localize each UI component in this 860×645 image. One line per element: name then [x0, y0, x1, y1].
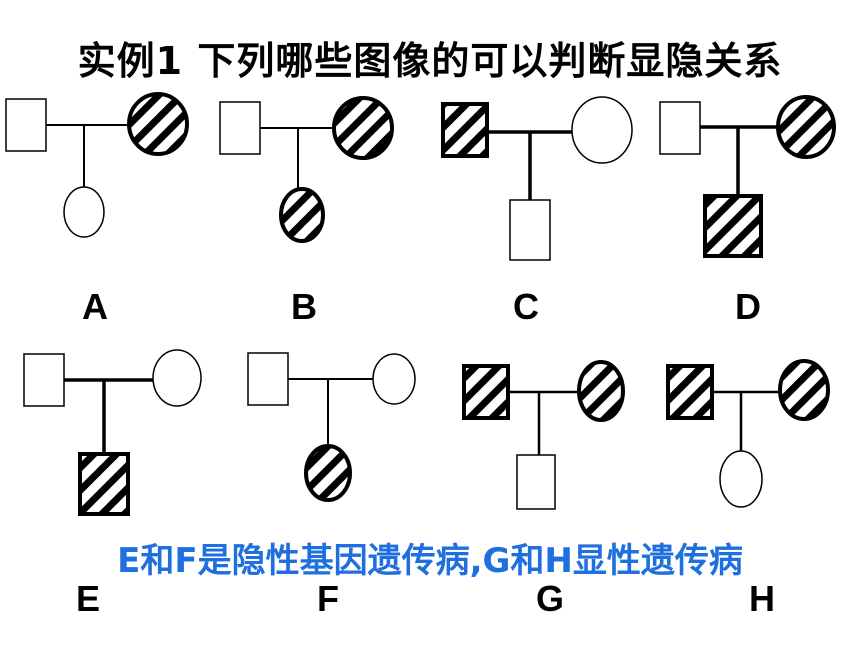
- son-unaffected: [509, 199, 551, 261]
- pedigree-g: [462, 360, 625, 510]
- mother-affected: [776, 95, 836, 159]
- pedigree-label-b: B: [291, 286, 317, 327]
- father-affected: [462, 364, 510, 420]
- pedigree-label-g: G: [535, 578, 565, 619]
- daughter-unaffected: [719, 450, 763, 508]
- daughter-unaffected: [63, 186, 105, 238]
- pedigree-label-c: C: [513, 286, 539, 327]
- answer-note: E和F是隐性基因遗传病,G和H显性遗传病: [117, 541, 743, 581]
- father-unaffected: [659, 101, 701, 155]
- mother-unaffected: [372, 353, 416, 405]
- son-unaffected: [516, 454, 556, 510]
- mother-unaffected: [152, 349, 202, 407]
- daughter-affected: [304, 444, 352, 502]
- pedigree-c: [441, 96, 633, 261]
- pedigree-label-a: A: [82, 286, 108, 327]
- father-unaffected: [5, 98, 47, 152]
- father-unaffected: [23, 353, 65, 407]
- son-affected: [703, 194, 763, 258]
- pedigree-label-d: D: [735, 286, 761, 327]
- pedigree-f: [247, 352, 416, 502]
- father-unaffected: [219, 101, 261, 155]
- pedigree-d: [659, 95, 836, 258]
- son-affected: [78, 452, 130, 516]
- mother-unaffected: [571, 96, 633, 164]
- pedigree-e: [23, 349, 202, 516]
- pedigree-h: [666, 359, 830, 508]
- daughter-affected: [279, 187, 325, 243]
- pedigree-label-f: F: [317, 578, 339, 619]
- mother-affected: [577, 360, 625, 422]
- mother-affected: [127, 92, 189, 156]
- father-affected: [666, 364, 714, 420]
- pedigree-label-h: H: [749, 578, 775, 619]
- father-unaffected: [247, 352, 289, 406]
- mother-affected: [778, 359, 830, 421]
- pedigree-label-e: E: [75, 578, 101, 619]
- pedigree-b: [219, 96, 394, 243]
- father-affected: [441, 102, 489, 158]
- mother-affected: [332, 96, 394, 160]
- pedigree-a: [5, 92, 189, 238]
- slide-title: 实例1 下列哪些图像的可以判断显隐关系: [77, 39, 783, 83]
